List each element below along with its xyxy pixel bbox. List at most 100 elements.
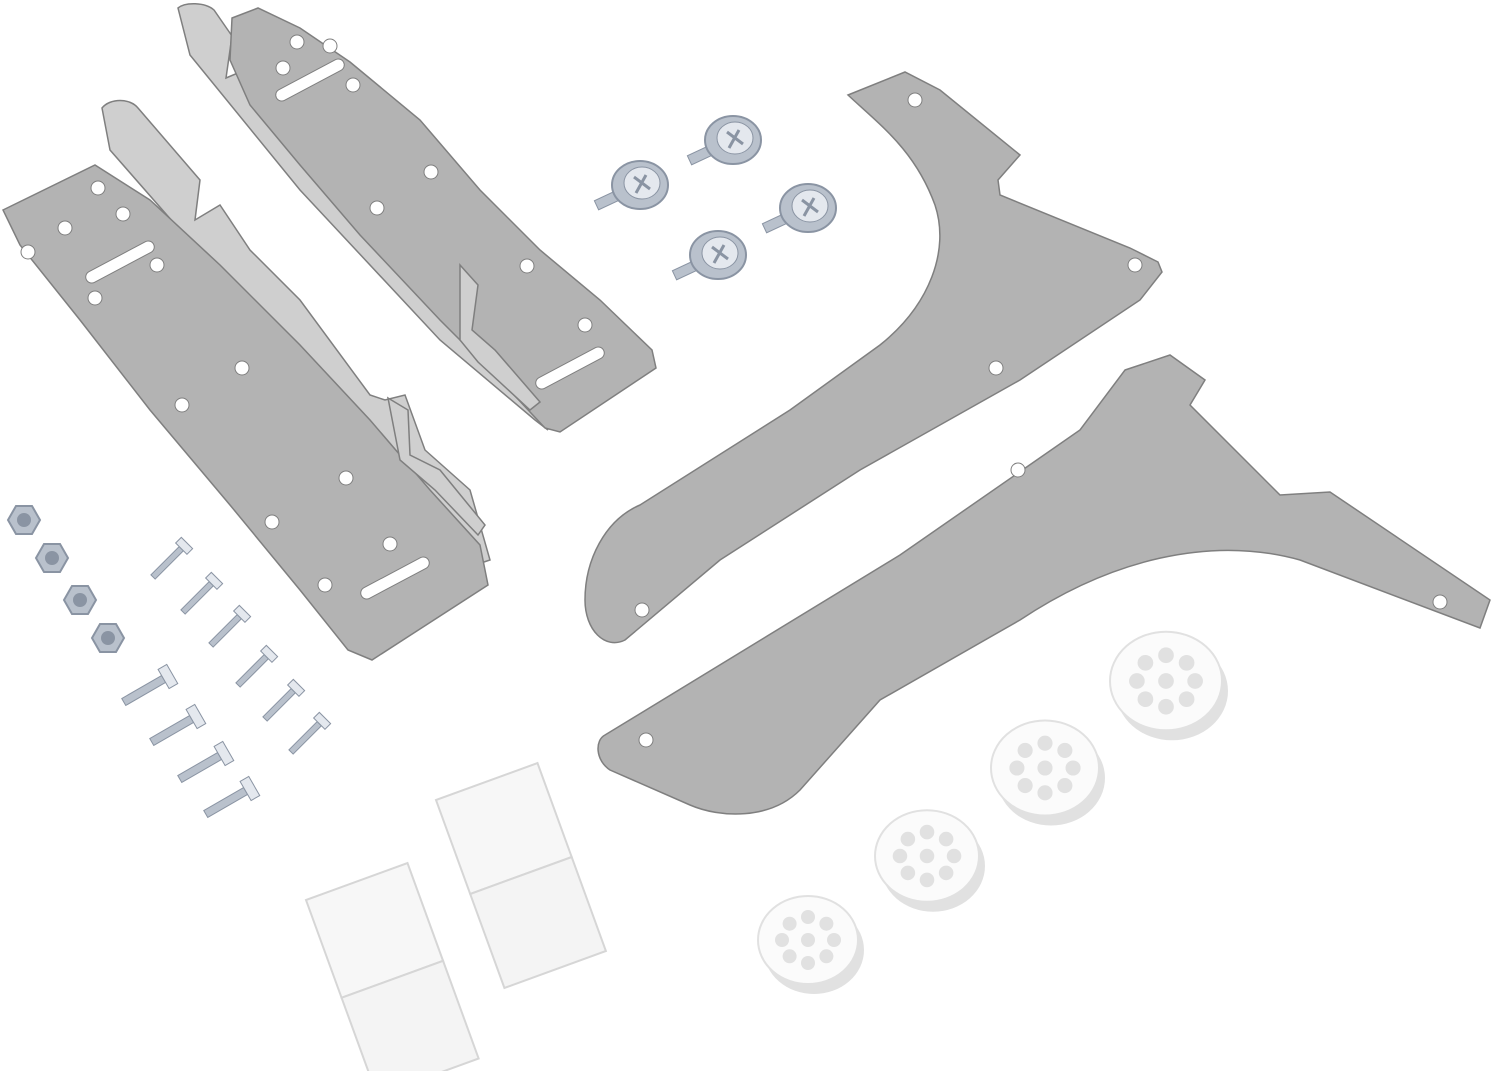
l-bracket-back	[177, 3, 657, 433]
mounting-hole	[264, 514, 280, 530]
foot-cell	[919, 824, 935, 840]
washer-screws	[593, 115, 837, 281]
foot-cell	[946, 848, 962, 864]
bracket-plate	[1, 164, 489, 661]
mounting-hole	[87, 290, 103, 306]
machine-screw	[149, 703, 207, 747]
wood-screw	[208, 604, 252, 648]
machine-screws	[121, 663, 261, 819]
foot-cell	[1037, 735, 1053, 751]
foot-cell	[775, 933, 789, 947]
nut-bore	[17, 513, 31, 527]
mounting-hole	[20, 244, 36, 260]
mounting-slot	[85, 240, 155, 284]
mounting-slot	[360, 556, 430, 600]
mounting-hole	[1010, 462, 1026, 478]
wood-screw	[262, 678, 306, 722]
mounting-slot	[535, 346, 605, 390]
nut-bore	[73, 593, 87, 607]
washer-screw	[593, 160, 669, 211]
lock-nut	[90, 623, 126, 653]
lock-nut	[62, 585, 98, 615]
foot-cell	[900, 831, 916, 847]
machine-screw	[203, 775, 261, 819]
mounting-hole	[338, 470, 354, 486]
wood-screws	[150, 536, 332, 755]
screw-head	[213, 740, 235, 767]
wood-screw	[180, 571, 224, 615]
foot-cell	[827, 933, 841, 947]
foot-cell	[801, 910, 815, 924]
mounting-hole	[519, 258, 535, 274]
mounting-hole	[382, 536, 398, 552]
foot-cell	[1065, 760, 1081, 776]
rubber-foot	[1109, 630, 1228, 741]
foot-cell	[1017, 778, 1033, 794]
mounting-hole	[1432, 594, 1448, 610]
foot-cell	[782, 916, 797, 931]
screw-head	[204, 571, 224, 591]
foot-cell	[938, 831, 954, 847]
foot-cell	[938, 865, 954, 881]
foot-cell	[919, 872, 935, 888]
mounting-hole	[1127, 257, 1143, 273]
foot-cell	[1187, 673, 1203, 689]
phillips-slot	[711, 244, 729, 264]
lock-nut	[34, 543, 70, 573]
foot-cell	[1137, 654, 1154, 671]
rubber-feet	[757, 630, 1228, 994]
adhesive-pad-left	[304, 861, 480, 1071]
rubber-foot	[990, 719, 1105, 826]
mounting-hole	[317, 577, 333, 593]
side-plate-upper	[584, 71, 1163, 644]
bracket-hook	[386, 396, 486, 537]
mounting-hole	[634, 602, 650, 618]
foot-cell	[1178, 691, 1195, 708]
side-plate-lower	[597, 354, 1491, 815]
mounting-hole	[577, 317, 593, 333]
machine-screw	[177, 740, 235, 784]
phillips-slot	[633, 174, 651, 194]
mounting-hole	[234, 360, 250, 376]
washer-screw	[671, 230, 747, 281]
foot-center	[1037, 760, 1053, 776]
wood-screw	[288, 711, 332, 755]
foot-cell	[819, 949, 834, 964]
foot-center	[919, 848, 935, 864]
machine-screw	[121, 663, 179, 707]
foot-cell	[819, 916, 834, 931]
screw-head	[185, 703, 207, 730]
foot-cell	[1178, 654, 1195, 671]
foot-cell	[892, 848, 908, 864]
mounting-hole	[289, 34, 305, 50]
lock-nut	[6, 505, 42, 535]
phillips-slot	[801, 197, 819, 217]
mounting-slot	[275, 58, 345, 102]
screw-head	[286, 678, 306, 698]
holes	[20, 34, 1448, 748]
mounting-hole	[638, 732, 654, 748]
mounting-hole	[322, 38, 338, 54]
mounting-hole	[90, 180, 106, 196]
adhesive-pad-right	[434, 761, 608, 990]
mounting-hole	[423, 164, 439, 180]
mounting-hole	[115, 206, 131, 222]
mounting-hole	[57, 220, 73, 236]
foot-cell	[900, 865, 916, 881]
bracket-hook	[459, 263, 542, 411]
foot-cell	[1158, 698, 1174, 715]
l-bracket-front	[1, 99, 491, 661]
foot-cell	[1137, 691, 1154, 708]
phillips-slot	[726, 129, 744, 149]
screw-head	[259, 644, 279, 664]
wood-screw	[150, 536, 194, 580]
foot-cell	[782, 949, 797, 964]
rubber-foot	[757, 895, 864, 994]
nut-bore	[45, 551, 59, 565]
foot-center	[801, 933, 815, 947]
washer-screw	[686, 115, 762, 166]
washer-screw	[761, 183, 837, 234]
mounting-hole	[907, 92, 923, 108]
screw-head	[232, 604, 252, 624]
